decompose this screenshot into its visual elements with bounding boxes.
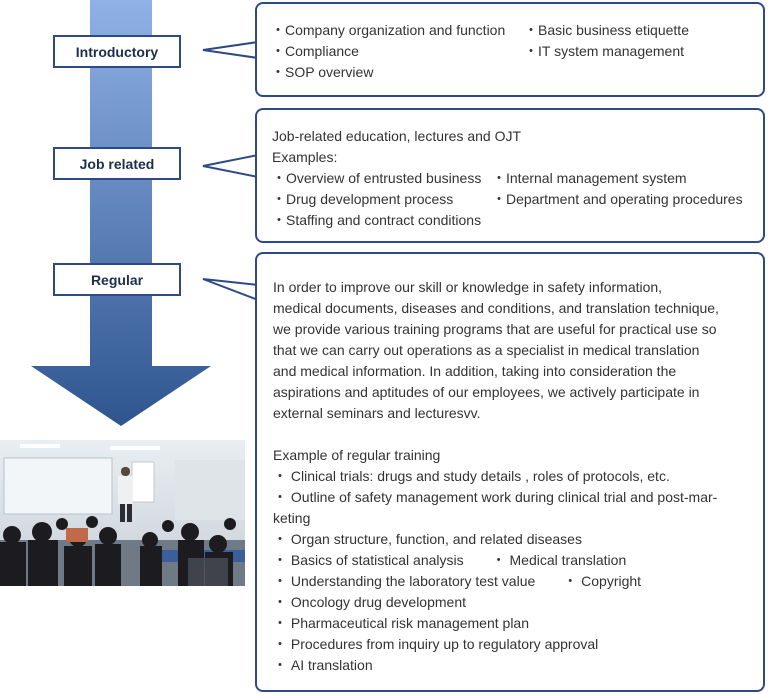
list-item: ・ Procedures from inquiry up to regulato… [273,636,599,652]
regular-box: In order to improve our skill or knowled… [255,252,765,692]
example-item: ・Department and operating procedures [492,191,743,207]
list-item: ・ Oncology drug development [273,594,466,610]
example-item: ・Overview of entrusted business [272,170,482,186]
description-line: that we can carry out operations as a sp… [273,342,700,358]
stage-job-related: Job related [53,147,181,180]
regular-example-title: Example of regular training [273,447,441,463]
regular-description: In order to improve our skill or knowled… [273,277,763,424]
list-item: ・Overview of entrusted business ・Interna… [272,168,763,189]
seminar-photo-illustration [0,440,245,586]
list-item: ・Basic business etiquette [524,22,689,38]
example-item: ・Staffing and contract conditions [272,212,482,228]
list-item: ・ Basics of statistical analysis ・ Medic… [273,552,627,568]
job-intro: Job-related education, lectures and OJT [272,128,522,144]
list-item: ・Compliance [271,43,359,59]
seminar-photo [0,440,245,586]
stage-regular: Regular [53,263,181,296]
list-item: ・ Outline of safety management work duri… [273,489,718,505]
description-line: external seminars and lecturesvv. [273,405,481,421]
progression-arrow [31,0,211,426]
list-item: ・ Organ structure, function, and related… [273,531,582,547]
introductory-box: ・Company organization and function ・Comp… [255,2,765,97]
examples-label: Examples: [272,149,338,165]
list-item: ・SOP overview [271,64,374,80]
example-item: ・Drug development process [272,191,454,207]
list-item: ・IT system management [524,43,685,59]
regular-training-list: ・ Clinical trials: drugs and study detai… [273,466,763,676]
job-related-box: Job-related education, lectures and OJT … [255,108,765,243]
stage-introductory: Introductory [53,35,181,68]
list-item: ・ Pharmaceutical risk management plan [273,615,530,631]
introductory-col2: ・Basic business etiquette ・IT system man… [524,20,689,83]
description-line: aspirations and aptitudes of our employe… [273,384,700,400]
description-line: and medical information. In addition, ta… [273,363,677,379]
stage-label: Introductory [75,43,159,60]
list-item: ・ Understanding the laboratory test valu… [273,573,642,589]
list-item: ・Staffing and contract conditions [272,210,763,231]
stage-label: Regular [90,271,144,288]
description-line: we provide various training programs tha… [273,321,717,337]
list-item: ・Drug development process ・Department an… [272,189,763,210]
description-line: medical documents, diseases and conditio… [273,300,719,316]
list-item: ・ Clinical trials: drugs and study detai… [273,468,670,484]
list-item: ・ AI translation [273,657,373,673]
list-item: keting [273,510,311,526]
introductory-col1: ・Company organization and function ・Comp… [271,20,524,83]
list-item: ・Company organization and function [271,22,506,38]
description-line: In order to improve our skill or knowled… [273,279,663,295]
example-item: ・Internal management system [492,170,687,186]
stage-label: Job related [79,155,155,172]
